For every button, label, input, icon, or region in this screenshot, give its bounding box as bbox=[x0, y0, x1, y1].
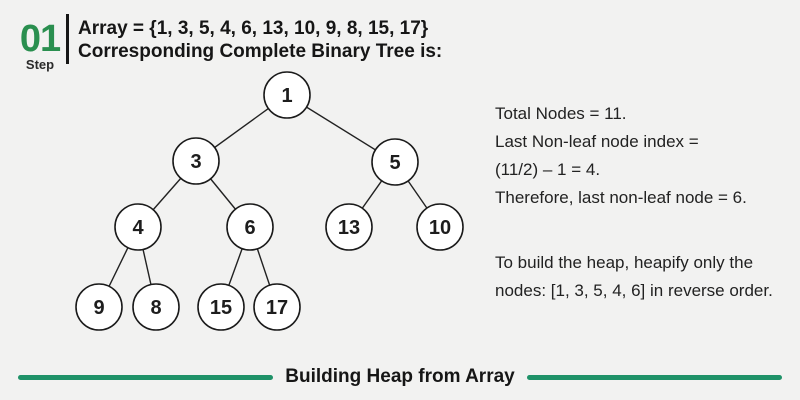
heapify-instruction: To build the heap, heapify only the node… bbox=[495, 249, 773, 305]
footer-rule-left bbox=[18, 374, 274, 380]
array-definition: Array = {1, 3, 5, 4, 6, 13, 10, 9, 8, 15… bbox=[78, 18, 429, 39]
footer-rule-right bbox=[526, 374, 783, 380]
tree-node bbox=[253, 283, 301, 331]
info-line: Therefore, last non-leaf node = 6. bbox=[495, 188, 747, 207]
tree-node bbox=[226, 203, 274, 251]
tree-node-value: 1 bbox=[281, 85, 292, 107]
tree-node bbox=[172, 137, 220, 185]
tree-node-value: 5 bbox=[389, 152, 400, 174]
tree-node-value: 4 bbox=[132, 217, 144, 239]
info-line: Last Non-leaf node index = bbox=[495, 132, 699, 151]
info-line: nodes: [1, 3, 5, 4, 6] in reverse order. bbox=[495, 281, 773, 300]
tree-node bbox=[416, 203, 464, 251]
tree-node bbox=[371, 138, 419, 186]
tree-node-value: 17 bbox=[266, 297, 288, 319]
tree-node bbox=[114, 203, 162, 251]
tree-node bbox=[197, 283, 245, 331]
tree-node bbox=[325, 203, 373, 251]
tree-node-value: 10 bbox=[429, 217, 451, 239]
tree-node-value: 3 bbox=[190, 151, 201, 173]
info-line: (11/2) – 1 = 4. bbox=[495, 160, 601, 179]
info-line: To build the heap, heapify only the bbox=[495, 253, 754, 272]
step-badge: 01 Step bbox=[18, 20, 62, 72]
tree-node bbox=[75, 283, 123, 331]
tree-node bbox=[132, 283, 180, 331]
step-number: 01 bbox=[19, 18, 61, 60]
tree-node-value: 6 bbox=[244, 217, 255, 239]
tree-node-value: 13 bbox=[338, 217, 360, 239]
tree-node-value: 8 bbox=[150, 297, 161, 319]
header: Array = {1, 3, 5, 4, 6, 13, 10, 9, 8, 15… bbox=[78, 17, 442, 63]
header-subtitle: Corresponding Complete Binary Tree is: bbox=[78, 41, 443, 62]
footer: Building Heap from Array bbox=[18, 366, 783, 388]
step-label: Step bbox=[25, 57, 55, 72]
footer-title: Building Heap from Array bbox=[285, 366, 515, 387]
tree-node-value: 15 bbox=[210, 297, 232, 319]
info-line: Total Nodes = 11. bbox=[495, 104, 627, 123]
header-divider bbox=[66, 14, 69, 64]
tree-node-value: 9 bbox=[93, 297, 104, 319]
node-count-explanation: Total Nodes = 11. Last Non-leaf node ind… bbox=[495, 100, 747, 212]
tree-node bbox=[263, 71, 311, 119]
